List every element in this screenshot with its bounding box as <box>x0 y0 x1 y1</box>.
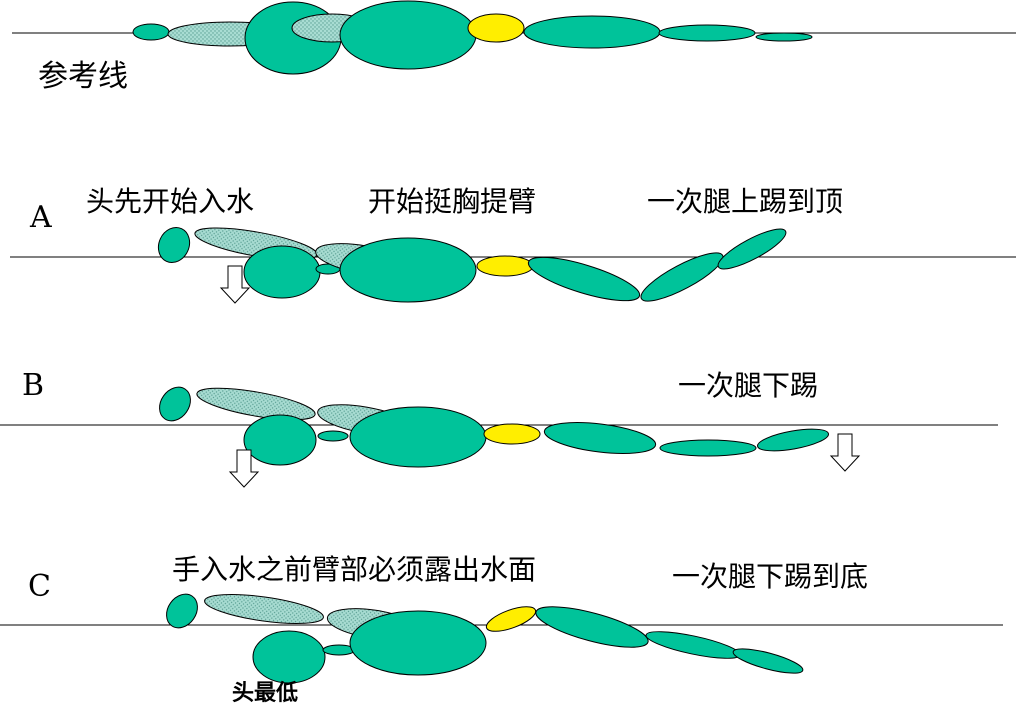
row-c-arm-label: 手入水之前臂部必须露出水面 <box>172 553 537 586</box>
hip <box>483 423 541 445</box>
row-a-head-label: 头先开始入水 <box>86 185 255 218</box>
row-c-letter: C <box>28 569 51 604</box>
row-b-kick-label: 一次腿下踢 <box>678 369 819 402</box>
swimmer-c <box>0 593 1003 684</box>
arm-ghost <box>196 387 316 421</box>
hand <box>132 23 170 41</box>
foot <box>732 648 804 674</box>
shin <box>640 252 724 302</box>
hand <box>159 386 191 422</box>
thigh <box>543 422 657 454</box>
foot <box>755 32 813 42</box>
row-c-kick-label: 一次腿下踢到底 <box>672 560 869 593</box>
shin <box>645 631 741 659</box>
swimmer-a <box>10 226 1016 304</box>
torso <box>339 237 477 303</box>
foot <box>757 428 829 452</box>
thigh <box>523 15 661 49</box>
hand <box>166 593 198 629</box>
swimmer-b <box>0 386 998 488</box>
hip <box>467 13 525 43</box>
head <box>243 245 321 299</box>
foot <box>717 228 787 270</box>
shin <box>659 439 757 457</box>
shin <box>658 24 756 42</box>
arrow-down-icon <box>228 449 260 488</box>
arrow-down-icon <box>219 265 251 304</box>
row-b-letter: B <box>22 368 45 403</box>
row-a-kick-label: 一次腿上踢到顶 <box>647 185 844 218</box>
head <box>243 414 317 466</box>
torso <box>339 0 477 70</box>
torso <box>349 406 487 468</box>
head <box>252 630 326 684</box>
torso <box>349 610 487 676</box>
hip <box>485 606 537 632</box>
row-a-chest-label: 开始挺胸提臂 <box>368 185 537 218</box>
thigh <box>527 256 641 302</box>
row-c-head-label: 头最低 <box>232 680 299 706</box>
reference-line-label: 参考线 <box>38 59 128 94</box>
thigh <box>535 606 649 648</box>
hand <box>157 226 191 264</box>
arm-ghost <box>204 593 324 625</box>
neck <box>317 430 349 442</box>
arrow-down-icon-2 <box>829 433 861 472</box>
hip <box>476 255 534 277</box>
reference-swimmer <box>12 0 1016 75</box>
row-a-letter: A <box>30 200 52 235</box>
